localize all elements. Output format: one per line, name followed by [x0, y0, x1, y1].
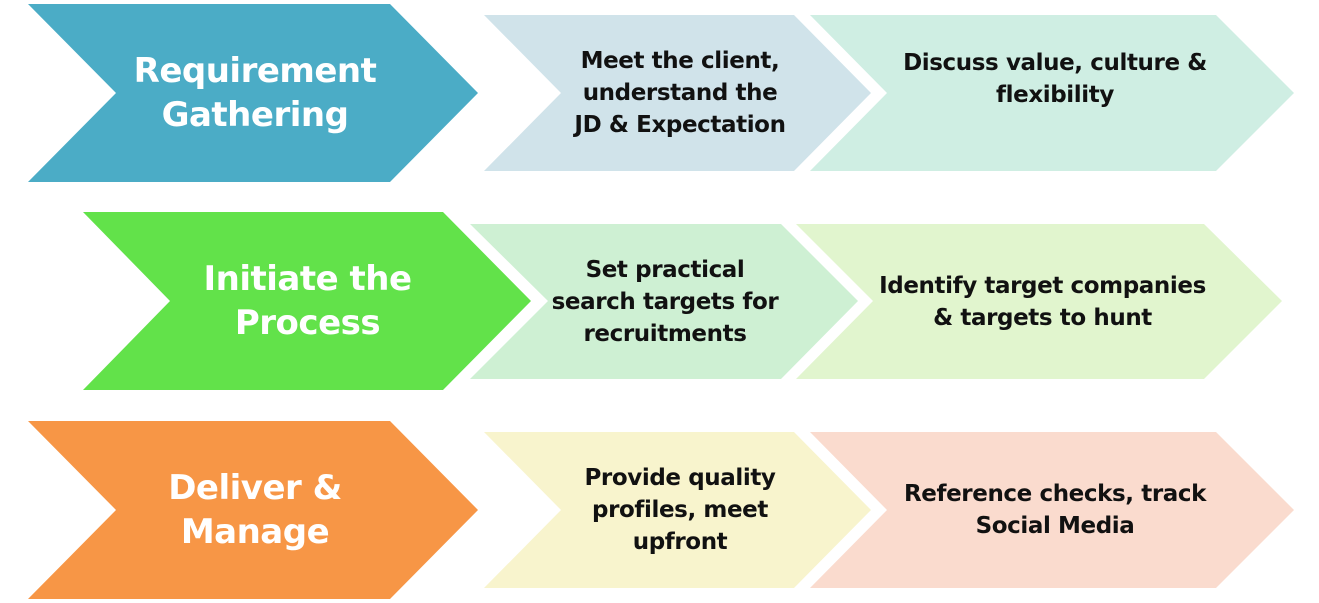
chevron-requirement-gathering — [28, 4, 478, 182]
step-label-discuss-value: Discuss value, culture & flexibility — [903, 50, 1207, 108]
chevron-quality-profiles — [484, 432, 871, 588]
step-label-reference-checks: Reference checks, track Social Media — [903, 481, 1207, 539]
step-label-quality-profiles: Provide quality profiles, meet upfront — [584, 465, 776, 555]
chevron-identify-companies — [796, 224, 1282, 379]
chevron-reference-checks — [810, 432, 1294, 588]
chevron-search-targets — [470, 224, 858, 379]
chevron-meet-client — [484, 15, 871, 171]
step-label-identify-companies: Identify target companies & targets to h… — [879, 272, 1206, 331]
stage-label-requirement-gathering: Requirement Gathering — [133, 51, 377, 135]
step-label-meet-client: Meet the client, understand the JD & Exp… — [574, 48, 786, 138]
step-label-search-targets: Set practical search targets for recruit… — [551, 256, 779, 347]
stage-label-initiate-process: Initiate the Process — [203, 259, 412, 343]
stage-label-deliver-manage: Deliver & Manage — [168, 468, 342, 552]
chevron-initiate-process — [83, 212, 531, 390]
chevron-discuss-value — [810, 15, 1294, 171]
chevron-deliver-manage — [28, 421, 478, 599]
